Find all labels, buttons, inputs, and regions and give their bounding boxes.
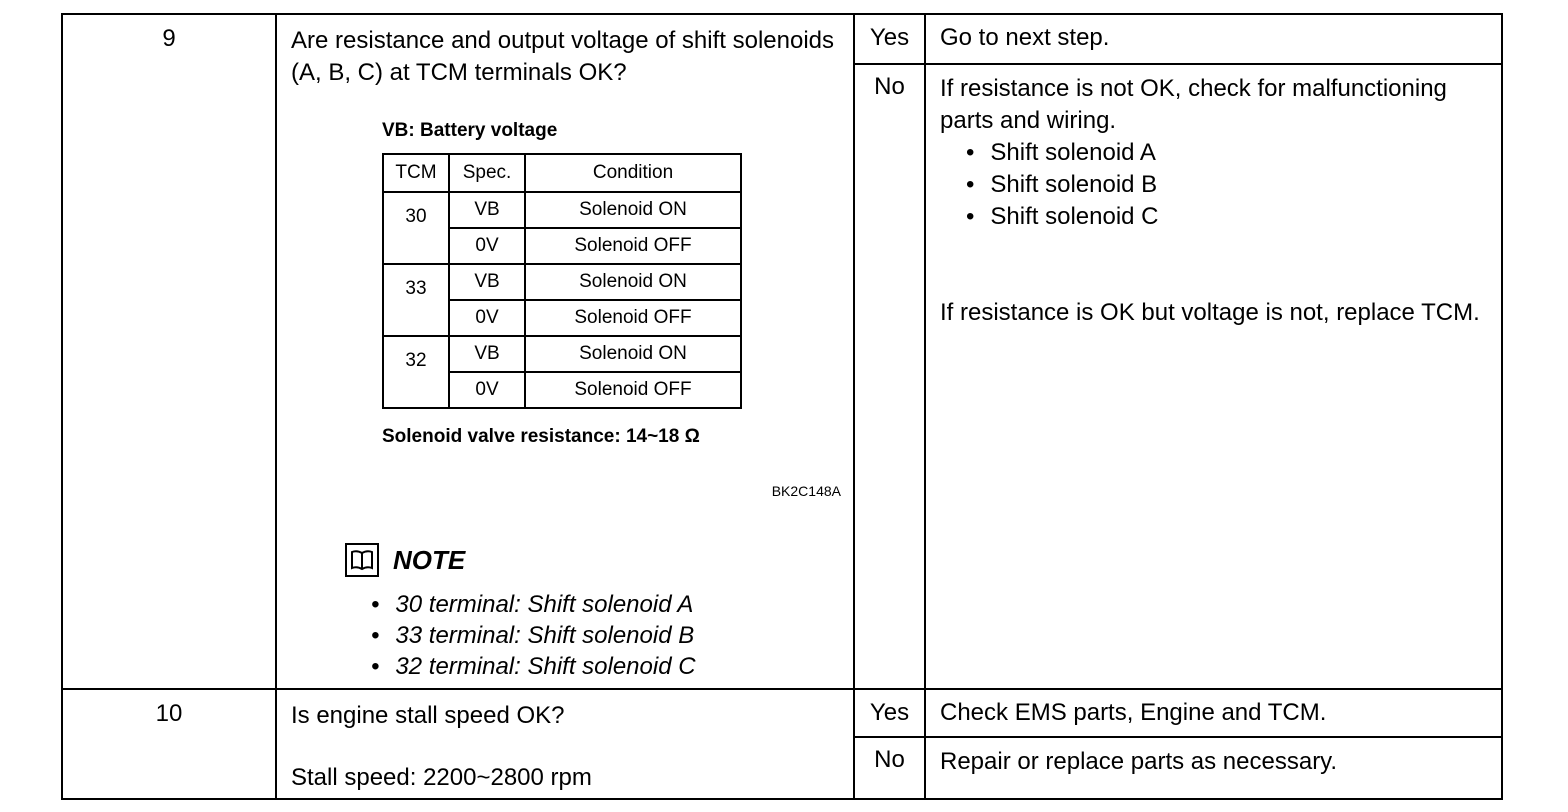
step-number: 9 xyxy=(61,13,277,690)
condition-value: Solenoid OFF xyxy=(524,299,742,337)
spec-value: 0V xyxy=(448,227,526,265)
question-text: Is engine stall speed OK? xyxy=(291,702,565,729)
header-condition: Condition xyxy=(524,153,742,193)
yes-result: Check EMS parts, Engine and TCM. xyxy=(924,688,1503,738)
no-result-text-2: If resistance is OK but voltage is not, … xyxy=(940,298,1480,326)
table-row: 0V Solenoid OFF xyxy=(383,371,742,409)
no-result: If resistance is not OK, check for malfu… xyxy=(924,62,1503,691)
list-item: 33 terminal: Shift solenoid B xyxy=(371,620,841,651)
step-number: 10 xyxy=(61,688,277,800)
list-item: Shift solenoid B xyxy=(966,169,1489,201)
list-item: 30 terminal: Shift solenoid A xyxy=(371,589,841,620)
tcm-terminal: 33 xyxy=(382,263,450,337)
table-row: 32 VB Solenoid ON xyxy=(382,335,742,409)
condition-value: Solenoid ON xyxy=(524,263,742,301)
yes-result: Go to next step. xyxy=(924,13,1503,65)
no-label: No xyxy=(853,62,926,691)
spec-value: 0V xyxy=(448,299,526,337)
note-label: NOTE xyxy=(393,545,466,575)
list-item: 32 terminal: Shift solenoid C xyxy=(371,651,841,682)
parts-list: Shift solenoid A Shift solenoid B Shift … xyxy=(966,137,1489,233)
question-text: Are resistance and output voltage of shi… xyxy=(291,27,834,86)
no-result-text: If resistance is not OK, check for malfu… xyxy=(940,74,1447,134)
resistance-caption: Solenoid valve resistance: 14~18 Ω xyxy=(382,426,700,447)
yes-label: Yes xyxy=(853,13,926,65)
figure-code: BK2C148A xyxy=(771,483,841,499)
spec-value: VB xyxy=(448,335,526,373)
condition-value: Solenoid ON xyxy=(524,335,742,373)
tcm-terminal: 32 xyxy=(382,335,450,409)
tcm-terminal: 30 xyxy=(382,191,450,265)
list-item: Shift solenoid A xyxy=(966,137,1489,169)
note-list: 30 terminal: Shift solenoid A 33 termina… xyxy=(371,589,841,682)
spec-value: VB xyxy=(448,263,526,301)
table-row: 0V Solenoid OFF xyxy=(383,227,742,265)
troubleshooting-table: 9 Are resistance and output voltage of s… xyxy=(61,13,1503,800)
condition-value: Solenoid ON xyxy=(524,191,742,229)
book-icon xyxy=(345,543,379,577)
table-row: 30 VB Solenoid ON xyxy=(382,191,742,265)
note-heading: NOTE xyxy=(345,543,841,577)
no-label: No xyxy=(853,736,926,800)
yes-label: Yes xyxy=(853,688,926,738)
spec-value: 0V xyxy=(448,371,526,409)
table-row: 0V Solenoid OFF xyxy=(383,299,742,337)
step-question: Is engine stall speed OK? Stall speed: 2… xyxy=(275,688,855,800)
condition-value: Solenoid OFF xyxy=(524,227,742,265)
list-item: Shift solenoid C xyxy=(966,201,1489,233)
header-spec: Spec. xyxy=(448,153,526,193)
condition-value: Solenoid OFF xyxy=(524,371,742,409)
step-question: Are resistance and output voltage of shi… xyxy=(275,13,855,690)
spec-value: VB xyxy=(448,191,526,229)
stall-speed-spec: Stall speed: 2200~2800 rpm xyxy=(291,764,592,791)
header-tcm: TCM xyxy=(382,153,450,193)
table-row: 33 VB Solenoid ON xyxy=(382,263,742,337)
vb-caption: VB: Battery voltage xyxy=(382,120,558,141)
no-result: Repair or replace parts as necessary. xyxy=(924,736,1503,800)
solenoid-spec-table: TCM Spec. Condition 30 VB Solenoid ON 0V xyxy=(382,153,742,409)
